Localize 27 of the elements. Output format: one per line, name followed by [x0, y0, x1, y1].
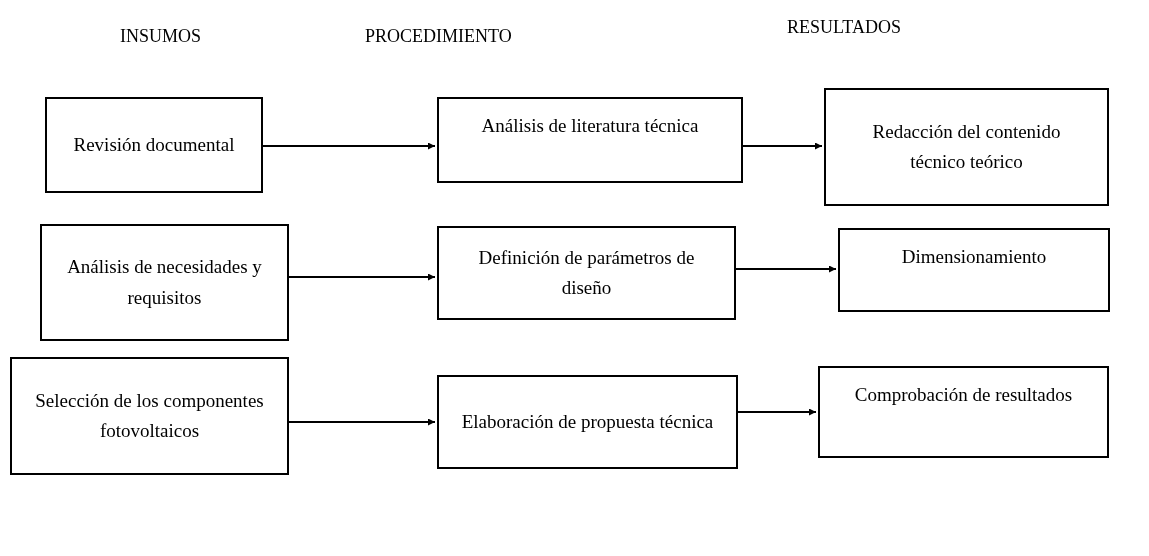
box-text: Elaboración de propuesta técnica — [461, 409, 714, 434]
box-text: Definición de parámetros de diseño — [477, 245, 696, 300]
box-text: Revisión documental — [73, 132, 235, 157]
box-text: Comprobación de resultados — [854, 383, 1073, 407]
process-box — [437, 375, 738, 469]
column-heading: INSUMOS — [120, 26, 202, 47]
box-text: Redacción del contenido técnico teórico — [871, 119, 1062, 174]
box-text: Selección de los componentes fotovoltaicos — [34, 388, 265, 443]
process-box — [838, 228, 1110, 312]
column-heading: RESULTADOS — [787, 17, 901, 38]
process-box — [45, 97, 263, 193]
process-box — [818, 366, 1109, 458]
process-box — [437, 226, 736, 320]
arrow — [737, 408, 817, 416]
arrow — [288, 418, 436, 426]
arrow — [288, 273, 436, 281]
arrow — [262, 142, 436, 150]
process-box — [824, 88, 1109, 206]
box-text: Análisis de literatura técnica — [481, 114, 699, 138]
arrow — [735, 265, 837, 273]
box-text: Dimensionamiento — [901, 245, 1047, 269]
arrow — [742, 142, 823, 150]
box-text: Análisis de necesidades y requisitos — [66, 255, 263, 310]
process-box — [40, 224, 289, 341]
process-box — [10, 357, 289, 475]
process-box — [437, 97, 743, 183]
column-heading: PROCEDIMIENTO — [365, 26, 512, 47]
